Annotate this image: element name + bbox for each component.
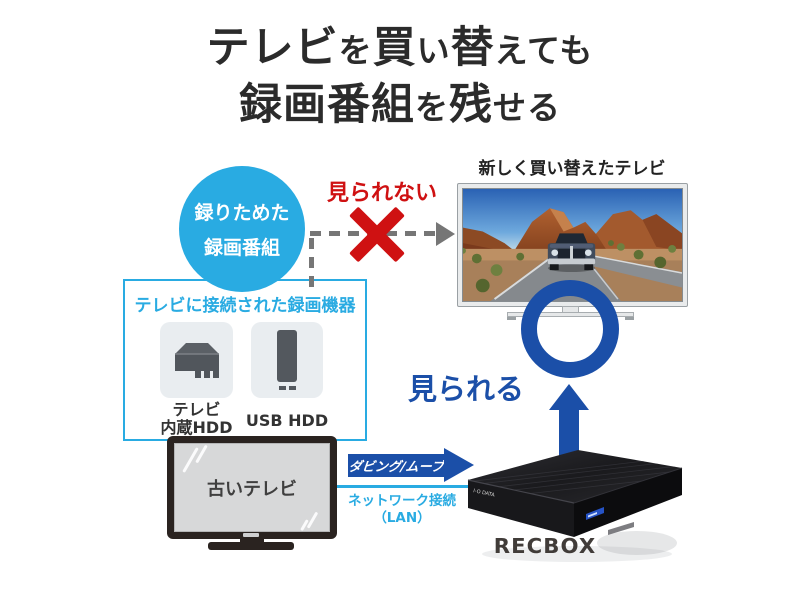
recbox-device: I-O DATA (452, 438, 692, 568)
page-title: テレビを買い替えても 録画番組を残せる (0, 24, 800, 138)
old-tv-screen: 古いテレビ (174, 443, 330, 532)
network-line (337, 485, 505, 488)
dashed-path-vertical (309, 238, 314, 292)
dubbing-move-label: ダビング/ムーブ (347, 460, 445, 475)
can-watch-label: 見られる (407, 372, 524, 406)
new-tv-stand-foot-left (507, 317, 516, 320)
bubble-line-2: 録画番組 (203, 237, 280, 259)
usb-hdd-icon (277, 330, 297, 390)
arrow-up-icon (549, 384, 589, 410)
dashed-arrowhead-icon (436, 222, 455, 246)
old-tv: 古いテレビ (167, 436, 337, 539)
recbox-wordmark: RECBOX (493, 534, 597, 558)
internal-hdd-tile (160, 322, 233, 398)
device-brand-text: I-O DATA (473, 488, 496, 499)
usb-hdd-tile (251, 322, 323, 398)
bubble-line-1: 録りためた (194, 202, 290, 224)
title-line-1: テレビを買い替えても (206, 23, 594, 73)
old-tv-stand-base (208, 542, 294, 550)
usb-hdd-label: USB HDD (245, 411, 329, 430)
internal-hdd-icon (174, 343, 219, 378)
recording-devices-box-title: テレビに接続された録画機器 (134, 296, 356, 316)
cannot-watch-label: 見られない (326, 181, 437, 206)
network-label: ネットワーク接続 （LAN） (348, 493, 456, 526)
title-line-2: 録画番組を残せる (239, 80, 561, 130)
old-tv-label: 古いテレビ (207, 478, 297, 500)
new-tv-stand-foot-right (625, 317, 634, 320)
new-tv-label: 新しく買い替えたテレビ (478, 159, 666, 179)
arrow-right-head (444, 448, 474, 482)
internal-hdd-label: テレビ 内蔵HDD (160, 400, 233, 437)
old-tv-frame-notch (243, 533, 259, 537)
circle-ok-icon (521, 280, 619, 378)
x-icon (349, 206, 405, 263)
recbox-device-image: I-O DATA (467, 450, 683, 562)
recorded-programs-bubble: 録りためた 録画番組 (179, 166, 305, 292)
old-tv-stand-neck (240, 539, 264, 544)
